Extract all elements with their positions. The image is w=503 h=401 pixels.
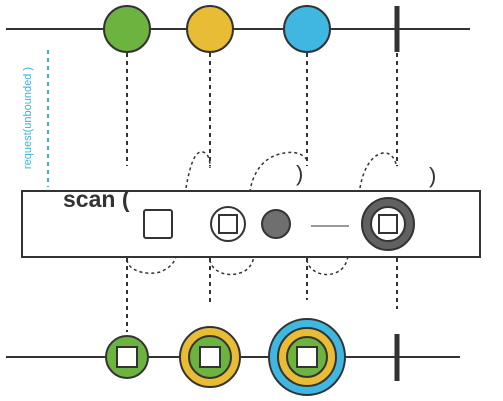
output-drop-lines [126,258,398,332]
closing-paren-2: ) [429,163,436,188]
green-marble [103,5,151,53]
closing-paren-1: ) [296,161,303,186]
accumulator-curves [126,151,398,276]
blue-marble [283,5,331,53]
blue-yellow-green-square-marble [268,318,346,396]
yellow-green-square-marble [179,326,241,388]
input-drop-lines [126,53,398,166]
operator-label: scan ( [63,186,130,212]
yellow-marble [186,5,234,53]
green-square-marble [105,335,149,379]
grey-marble [261,209,291,239]
request-unbounded-label: request(unbounded ) [22,66,34,170]
accumulator-square [218,214,238,234]
empty-square-seed [143,209,173,239]
result-square [378,214,398,234]
